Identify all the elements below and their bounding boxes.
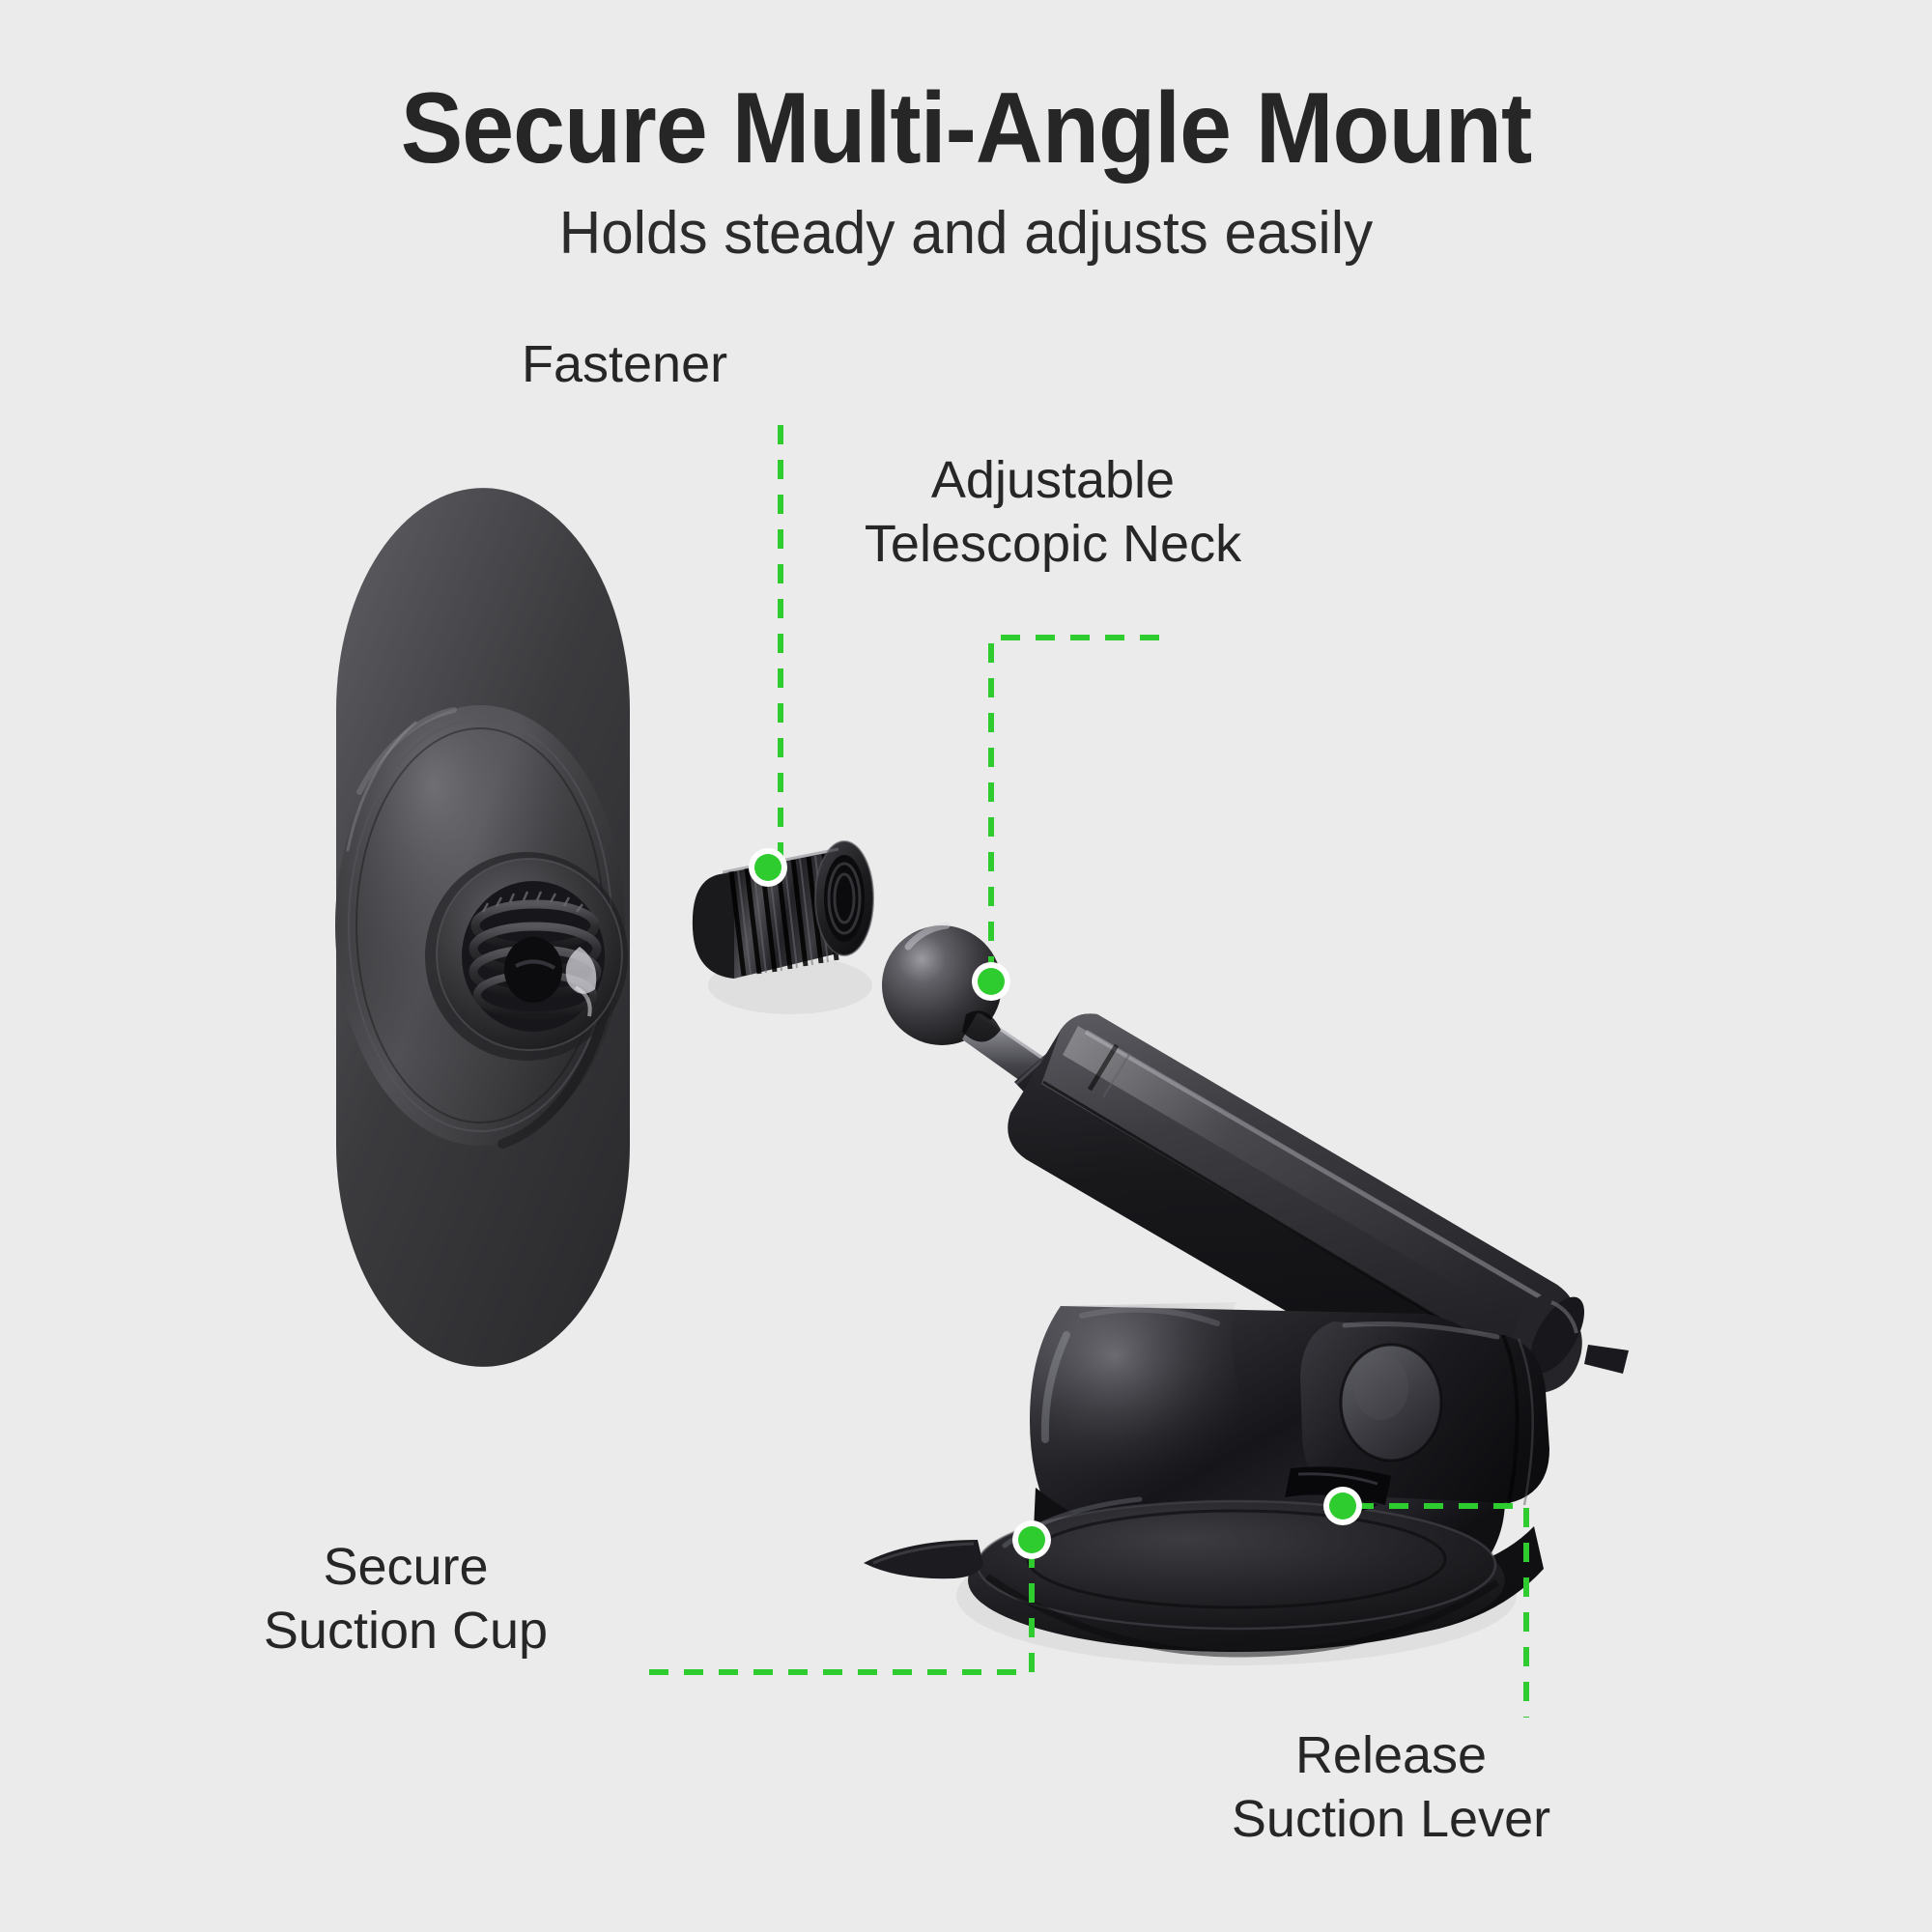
marker-fastener[interactable]	[749, 848, 787, 887]
ball-joint	[882, 922, 1063, 1097]
pivot-housing	[1300, 1321, 1549, 1506]
callout-label-fastener: Fastener	[522, 335, 728, 393]
arm-end-cap	[1497, 1293, 1629, 1394]
disc-threaded-hub	[425, 852, 628, 1061]
page-subtitle: Holds steady and adjusts easily	[558, 200, 1374, 268]
leader-line-release-lever	[1354, 1503, 1529, 1718]
leader-line-telescopic-neck	[988, 635, 1159, 970]
suction-cup	[864, 1495, 1517, 1665]
knurled-fastener-knob	[692, 840, 874, 1014]
callout-label-telescopic-neck: Adjustable Telescopic Neck	[864, 451, 1242, 573]
callout-markers	[749, 848, 1362, 1559]
page-title: Secure Multi-Angle Mount	[400, 72, 1532, 185]
leader-line-suction-cup	[649, 1551, 1035, 1675]
magnetic-disc	[335, 488, 630, 1367]
marker-suction-cup[interactable]	[1012, 1520, 1051, 1559]
callout-label-release-lever: Release Suction Lever	[1231, 1726, 1551, 1848]
telescopic-arm	[1008, 1013, 1629, 1425]
suction-base	[1030, 1302, 1549, 1639]
release-lever[interactable]	[864, 1540, 983, 1579]
callout-label-suction-cup: Secure Suction Cup	[263, 1538, 549, 1660]
marker-telescopic-neck[interactable]	[972, 962, 1010, 1001]
header: Secure Multi-Angle Mount Holds steady an…	[0, 0, 1932, 267]
marker-release-lever[interactable]	[1323, 1487, 1362, 1525]
